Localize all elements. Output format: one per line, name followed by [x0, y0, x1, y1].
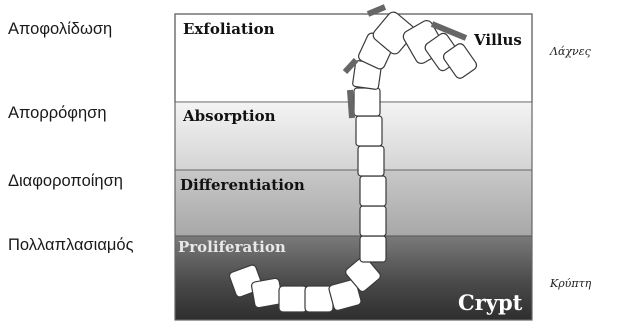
- zone-label-exfoliation: Exfoliation: [183, 20, 275, 38]
- cell: [360, 206, 386, 236]
- cell: [360, 236, 386, 262]
- cell: [251, 278, 283, 308]
- cell: [279, 286, 307, 312]
- cell: [354, 88, 380, 116]
- marker-strip: [350, 90, 352, 118]
- zone-label-proliferation: Proliferation: [178, 238, 286, 256]
- cell: [356, 116, 382, 146]
- zone-label-absorption: Absorption: [182, 107, 276, 125]
- cell: [360, 176, 386, 206]
- zone-label-villus: Villus: [473, 31, 522, 49]
- cell: [358, 146, 384, 176]
- marker-strip: [368, 7, 385, 14]
- zone-label-differentiation: Differentiation: [180, 176, 305, 194]
- zone-label-crypt: Crypt: [458, 290, 523, 315]
